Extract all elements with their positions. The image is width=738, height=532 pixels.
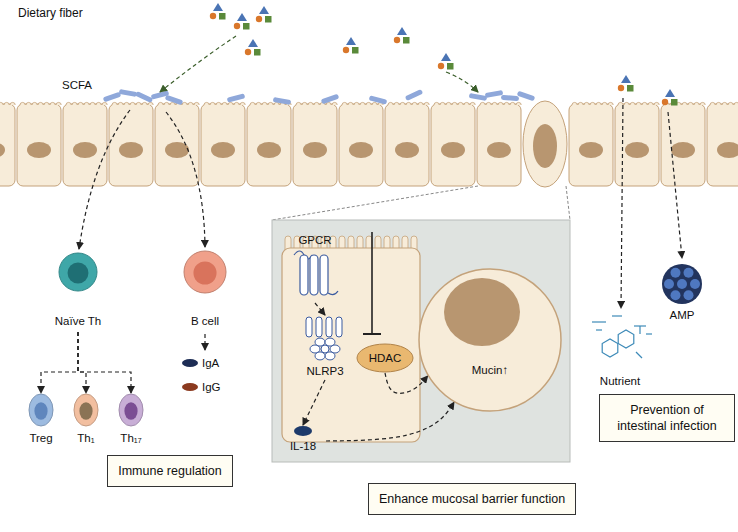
dashed-arrow	[78, 332, 131, 393]
dashed-arrow	[303, 380, 325, 425]
il18-molecule: IL-18	[280, 425, 326, 457]
scfa-label: SCFA	[62, 78, 92, 92]
fiber-arrow	[668, 112, 682, 258]
inhibitor-line	[371, 232, 373, 334]
node-text: Treg	[22, 431, 60, 445]
amp-icon: AMP	[655, 262, 709, 324]
node-text: Mucin↑	[418, 363, 562, 377]
dashed-arrow	[385, 373, 428, 393]
title-label: Dietary fiber	[18, 6, 83, 20]
dashed-arrow	[315, 303, 325, 315]
dashed-arrow	[41, 332, 78, 393]
iga-mark	[182, 359, 198, 367]
node-text: AMP	[655, 308, 709, 322]
node-text: Th₁	[67, 431, 105, 445]
scfa-rods	[103, 89, 536, 105]
fiber-arrow	[446, 72, 478, 92]
dashed-arrow	[78, 332, 86, 393]
leader-line	[272, 186, 478, 220]
node-shape	[418, 268, 562, 412]
fiber-arrow	[621, 98, 623, 308]
inset-panel	[272, 220, 570, 462]
enlarged-cell	[282, 236, 420, 442]
leader-line	[566, 186, 570, 220]
section-box: Immune regulation	[107, 455, 233, 487]
inhibitor-bar	[363, 333, 381, 335]
node-text: Nutrient	[582, 374, 658, 388]
node-text: Enhance mucosal barrier function	[379, 491, 565, 507]
node-text: Th₁₇	[112, 431, 150, 445]
gpcr-receptor: GPCR	[290, 233, 340, 303]
node-text: Immune regulation	[118, 463, 222, 479]
section-box: Prevention of intestinal infection	[599, 394, 735, 442]
scfa-arrow	[166, 112, 205, 247]
th1-cell: Th₁	[67, 393, 105, 448]
treg-cell: Treg	[22, 393, 60, 448]
fiber-arrow	[160, 36, 236, 92]
node-text: GPCR	[290, 233, 340, 247]
naive-th-cell: Naïve Th	[40, 252, 116, 332]
node-text: HDAC	[356, 351, 414, 365]
node-text: B cell	[167, 314, 243, 328]
fiber-molecules	[210, 3, 678, 106]
nlrp3-inflammasome: NLRP3	[295, 315, 355, 380]
node-text: NLRP3	[295, 364, 355, 378]
node-text: Prevention of intestinal infection	[610, 402, 724, 434]
th17-cell: Th₁₇	[112, 393, 150, 448]
dashed-arrow	[326, 402, 454, 441]
nutrient-icon: Nutrient	[582, 312, 658, 388]
node-text: IL-18	[280, 439, 326, 453]
epithelium	[0, 101, 738, 187]
iga-label: IgA	[202, 356, 219, 370]
hdac-ellipse: HDAC	[356, 343, 414, 373]
b-cell: B cell	[167, 250, 243, 332]
section-box: Enhance mucosal barrier function	[368, 483, 576, 515]
igg-label: IgG	[202, 380, 221, 394]
bcell-arrow	[204, 334, 205, 350]
node-text: Naïve Th	[40, 314, 116, 328]
scfa-arrow	[79, 110, 130, 249]
igg-mark	[182, 383, 198, 391]
goblet-cell: Mucin↑	[418, 268, 562, 412]
